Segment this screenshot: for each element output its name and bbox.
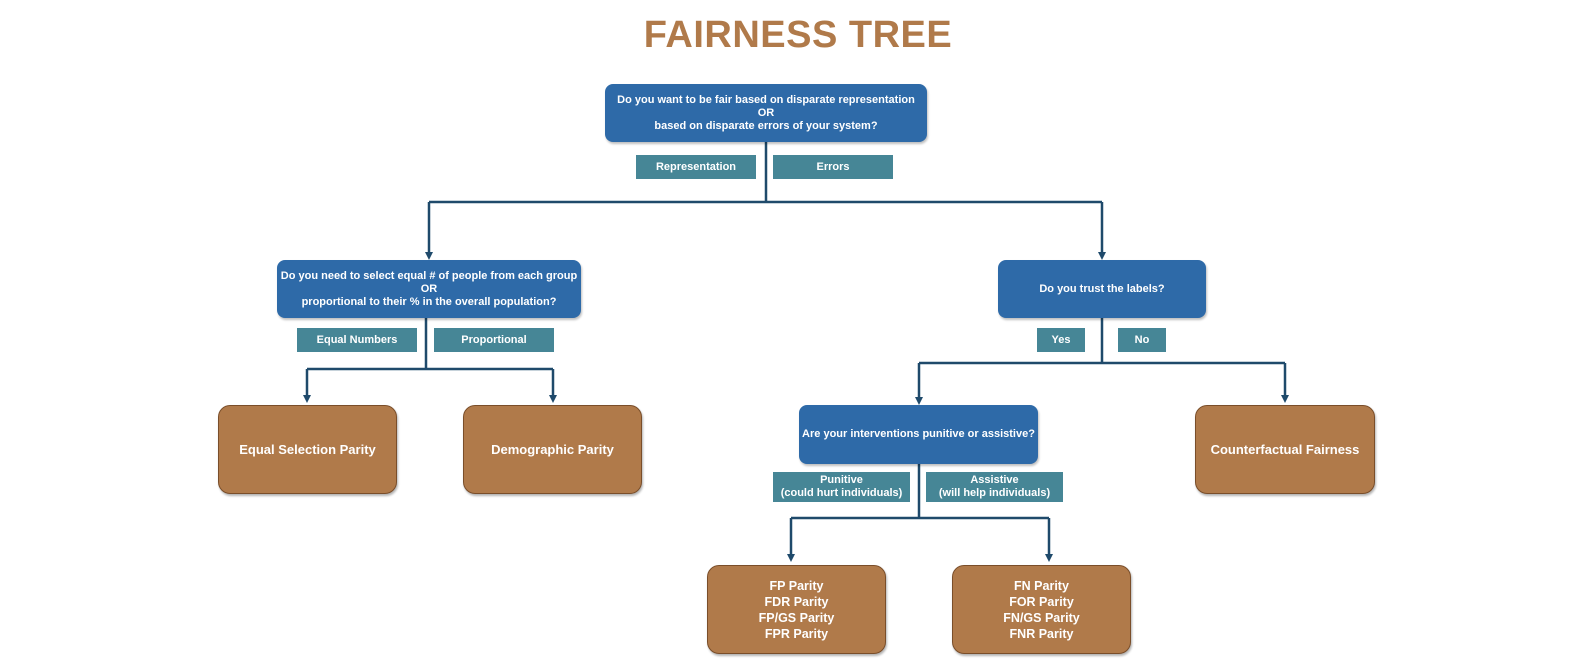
answer-no-text: No (1134, 333, 1150, 346)
interventions-question-text: Are your interventions punitive or assis… (802, 428, 1035, 440)
answer-equal-numbers: Equal Numbers (297, 328, 417, 352)
result-fp-parity: FP Parity (769, 578, 824, 593)
answer-punitive-line-1: Punitive (820, 474, 863, 486)
result-for-parity: FOR Parity (1009, 594, 1074, 609)
root-question: Do you want to be fair based on disparat… (605, 84, 927, 142)
root-question-line-3: based on disparate errors of your system… (654, 119, 878, 132)
answer-punitive-line-2: (could hurt individuals) (780, 487, 903, 499)
result-fpr-parity: FPR Parity (764, 626, 829, 641)
result-equal-selection-parity-text: Equal Selection Parity (239, 442, 376, 457)
connector-interv (791, 464, 1049, 520)
trust-labels-question: Do you trust the labels? (998, 260, 1206, 318)
result-punitive-metrics: FP Parity FDR Parity FP/GS Parity FPR Pa… (707, 565, 886, 654)
answer-assistive: Assistive (will help individuals) (926, 472, 1063, 502)
connector-root (429, 142, 1102, 204)
page-title: FAIRNESS TREE (643, 14, 953, 56)
result-counterfactual-fairness-text: Counterfactual Fairness (1210, 442, 1360, 457)
representation-question-line-2: OR (420, 282, 438, 295)
result-demographic-parity-text: Demographic Parity (491, 442, 614, 457)
answer-representation: Representation (636, 155, 756, 179)
answer-errors-text: Errors (816, 160, 850, 173)
result-demographic-parity: Demographic Parity (463, 405, 642, 494)
result-counterfactual-fairness: Counterfactual Fairness (1195, 405, 1375, 494)
representation-question-line-1: Do you need to select equal # of people … (280, 269, 578, 282)
result-fn-gs-parity: FN/GS Parity (1003, 610, 1080, 625)
connector-rep (307, 318, 553, 371)
answer-assistive-line-1: Assistive (970, 474, 1019, 486)
answer-yes: Yes (1037, 328, 1085, 352)
root-question-line-1: Do you want to be fair based on disparat… (617, 93, 915, 106)
trust-labels-question-text: Do you trust the labels? (1039, 282, 1165, 295)
result-fnr-parity: FNR Parity (1009, 626, 1074, 641)
root-question-line-2: OR (757, 106, 775, 119)
answer-punitive: Punitive (could hurt individuals) (773, 472, 910, 502)
result-assistive-metrics: FN Parity FOR Parity FN/GS Parity FNR Pa… (952, 565, 1131, 654)
representation-question-line-3: proportional to their % in the overall p… (301, 295, 557, 308)
answer-proportional-text: Proportional (461, 333, 527, 346)
result-fn-parity: FN Parity (1014, 578, 1069, 593)
answer-errors: Errors (773, 155, 893, 179)
answer-yes-text: Yes (1051, 333, 1071, 346)
answer-equal-numbers-text: Equal Numbers (316, 333, 398, 346)
answer-assistive-line-2: (will help individuals) (938, 487, 1051, 499)
result-fp-gs-parity: FP/GS Parity (758, 610, 835, 625)
connector-trust (919, 318, 1285, 365)
answer-no: No (1118, 328, 1166, 352)
answer-representation-text: Representation (655, 160, 737, 173)
representation-question: Do you need to select equal # of people … (277, 260, 581, 318)
result-equal-selection-parity: Equal Selection Parity (218, 405, 397, 494)
result-fdr-parity: FDR Parity (764, 594, 829, 609)
interventions-question: Are your interventions punitive or assis… (799, 405, 1038, 464)
answer-proportional: Proportional (434, 328, 554, 352)
